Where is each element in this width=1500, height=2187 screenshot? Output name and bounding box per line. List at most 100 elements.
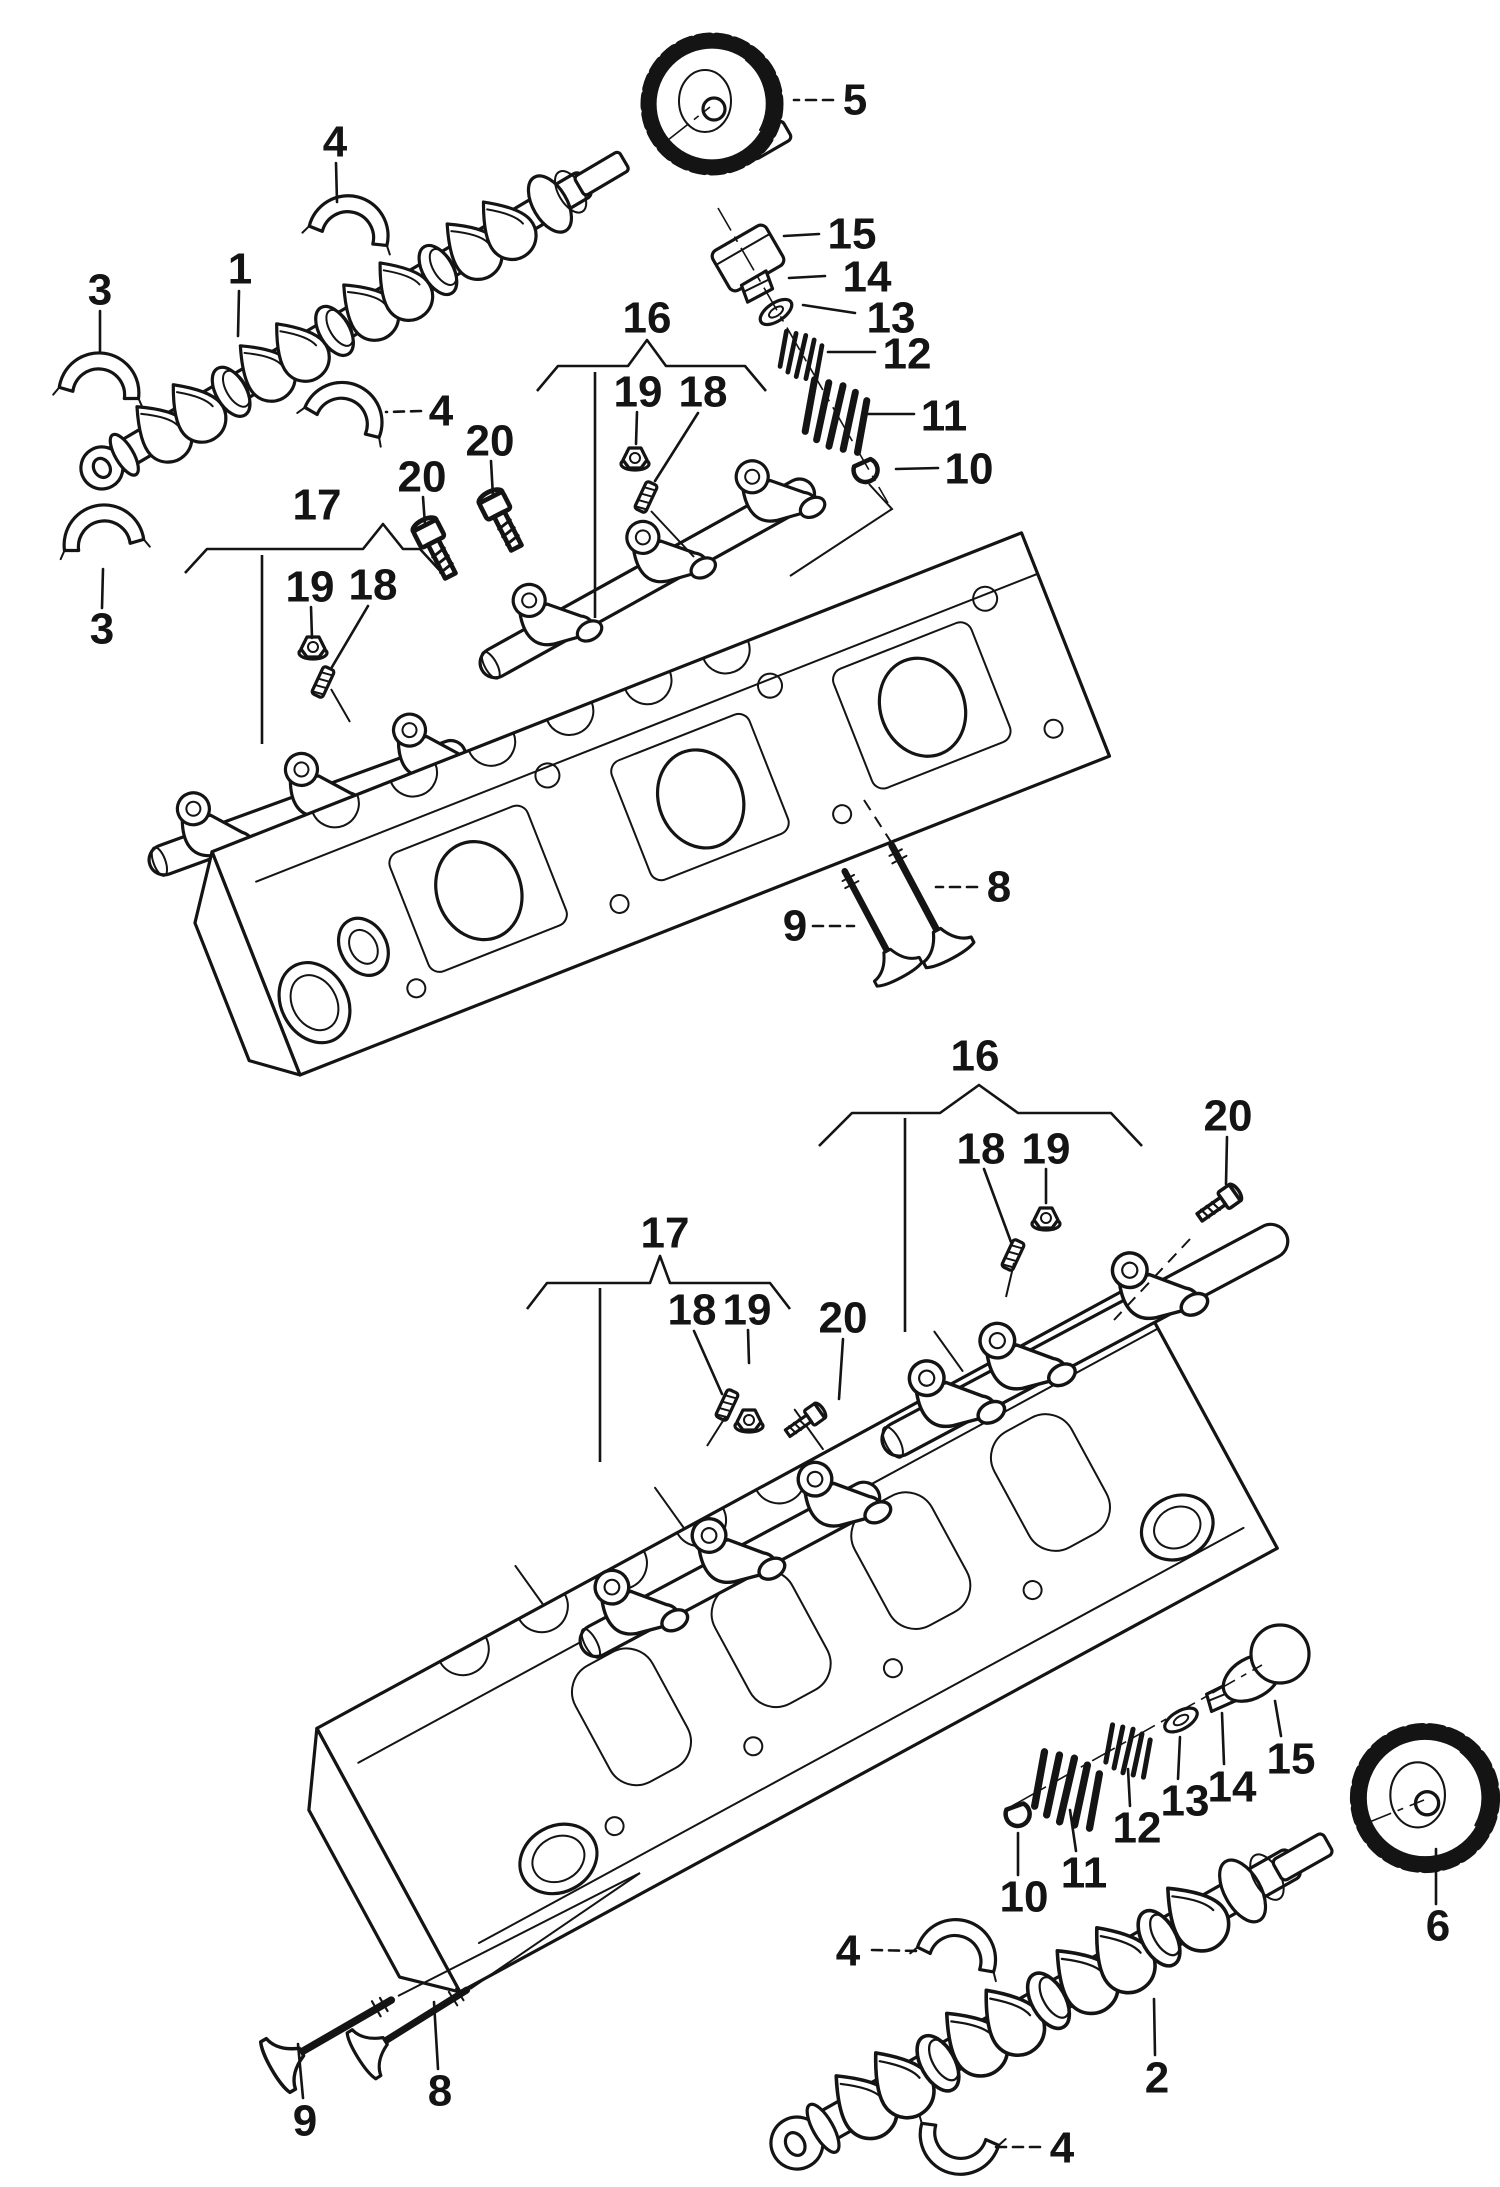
leader-19 <box>309 605 314 640</box>
callout-label-4: 4 <box>323 118 348 167</box>
callout-label-14: 14 <box>843 253 892 302</box>
bracket-16 <box>536 338 767 392</box>
leader-14 <box>787 274 827 280</box>
callout-label-3: 3 <box>88 266 112 315</box>
outer-valve-spring-11 <box>790 373 882 460</box>
callout-label-12: 12 <box>1113 1804 1162 1853</box>
callout-label-16: 16 <box>951 1032 1000 1081</box>
callout-label-20: 20 <box>1204 1092 1253 1141</box>
rocker-shaft-16-upper <box>478 436 830 680</box>
callout-label-11: 11 <box>1061 1849 1108 1898</box>
leader-18 <box>330 604 370 669</box>
leader-15 <box>1273 1699 1283 1738</box>
leader-20 <box>837 1337 845 1401</box>
valve-keeper-10-lower <box>1004 1802 1033 1829</box>
adjust-screw-18-lower17 <box>713 1387 741 1423</box>
callout-label-20: 20 <box>398 453 447 502</box>
rocker-nut-19-lower16 <box>1030 1206 1062 1232</box>
leader-18 <box>653 411 700 483</box>
aux-leader <box>469 1872 641 1990</box>
shaft-bolt-20-upper-a <box>476 486 528 553</box>
valve-stack-lower <box>1004 1623 1311 1836</box>
leader-4 <box>334 161 339 204</box>
leader-18 <box>692 1329 724 1396</box>
aux-leader <box>789 483 894 577</box>
leader-20 <box>421 495 427 527</box>
spring-seat-13-lower <box>1159 1701 1203 1739</box>
rocker-nut-19-lower17 <box>733 1408 765 1434</box>
bearing-shell-4-lower-top <box>908 1906 1013 1983</box>
adjust-screw-18-upper16 <box>632 479 660 515</box>
adjust-screw-18-upper17 <box>309 664 337 700</box>
shaft-bolt-20-lower-b <box>780 1399 830 1443</box>
leader-19 <box>634 410 639 446</box>
callout-label-4: 4 <box>1050 2124 1075 2173</box>
bracket-17 <box>184 522 444 575</box>
rocker-shaft-17-lower <box>578 1437 897 1659</box>
timing-gear-6 <box>1358 1731 1492 1865</box>
camshaft-2 <box>769 1832 1334 2171</box>
shaft-bolt-20-lower-a <box>1192 1180 1246 1228</box>
bearing-shell-3-upper <box>51 345 151 409</box>
outer-valve-spring-11-lower <box>1019 1744 1115 1835</box>
callout-label-2: 2 <box>1145 2054 1169 2103</box>
callout-label-11: 11 <box>921 392 968 441</box>
aux-leader <box>1005 1262 1015 1298</box>
callout-label-10: 10 <box>1000 1873 1049 1922</box>
callout-label-3: 3 <box>90 605 114 654</box>
aux-leader <box>863 799 894 846</box>
cylinder-head-upper <box>193 531 1112 1077</box>
centerline <box>717 207 889 504</box>
centerline <box>1366 1799 1425 1824</box>
callout-label-18: 18 <box>957 1125 1006 1174</box>
callout-label-17: 17 <box>293 481 342 530</box>
bracket-16 <box>818 1083 1143 1147</box>
cylinder-head-lower <box>307 1282 1279 1994</box>
bucket-tappet-15-lower <box>1221 1623 1311 1703</box>
callout-label-18: 18 <box>349 561 398 610</box>
callout-label-4: 4 <box>836 1927 861 1976</box>
callout-label-18: 18 <box>668 1286 717 1335</box>
inner-valve-spring-12 <box>770 326 832 385</box>
callout-label-1: 1 <box>228 245 252 294</box>
callout-label-9: 9 <box>293 2097 317 2146</box>
callout-label-14: 14 <box>1208 1763 1257 1812</box>
callout-label-20: 20 <box>819 1294 868 1343</box>
callout-label-8: 8 <box>987 863 1011 912</box>
leader-9 <box>296 2042 305 2100</box>
bearing-shell-3-lower <box>52 497 152 561</box>
callout-label-13: 13 <box>1161 1777 1210 1826</box>
leader-18 <box>982 1167 1013 1244</box>
callout-label-19: 19 <box>1022 1125 1071 1174</box>
callout-label-8: 8 <box>428 2067 452 2116</box>
valve-9-lower <box>257 1975 406 2095</box>
callout-label-13: 13 <box>867 294 916 343</box>
leader-2 <box>1152 1997 1157 2057</box>
callout-label-20: 20 <box>466 417 515 466</box>
leader-20 <box>489 459 495 499</box>
callout-label-19: 19 <box>614 368 663 417</box>
bracket-17 <box>525 1254 792 1310</box>
leader-13 <box>801 303 857 315</box>
valve-keeper-10 <box>851 458 881 486</box>
leader-11 <box>1068 1808 1078 1853</box>
callout-label-4: 4 <box>429 387 454 436</box>
leader-19 <box>746 1328 751 1365</box>
bearing-shell-4-lower-bottom <box>904 2112 1008 2187</box>
callout-label-5: 5 <box>843 76 867 125</box>
callout-label-9: 9 <box>783 902 807 951</box>
leader-1 <box>236 289 241 338</box>
leader-4 <box>384 409 423 414</box>
callout-label-19: 19 <box>286 563 335 612</box>
callout-label-16: 16 <box>623 294 672 343</box>
callout-label-15: 15 <box>828 210 877 259</box>
centerline <box>667 106 711 141</box>
callout-label-18: 18 <box>679 368 728 417</box>
timing-gear-5 <box>648 40 776 168</box>
leader-14 <box>1220 1711 1226 1766</box>
leader-4 <box>870 1948 920 1953</box>
rocker-nut-19-upper17 <box>297 635 329 661</box>
bearing-shell-4-top <box>300 184 404 257</box>
